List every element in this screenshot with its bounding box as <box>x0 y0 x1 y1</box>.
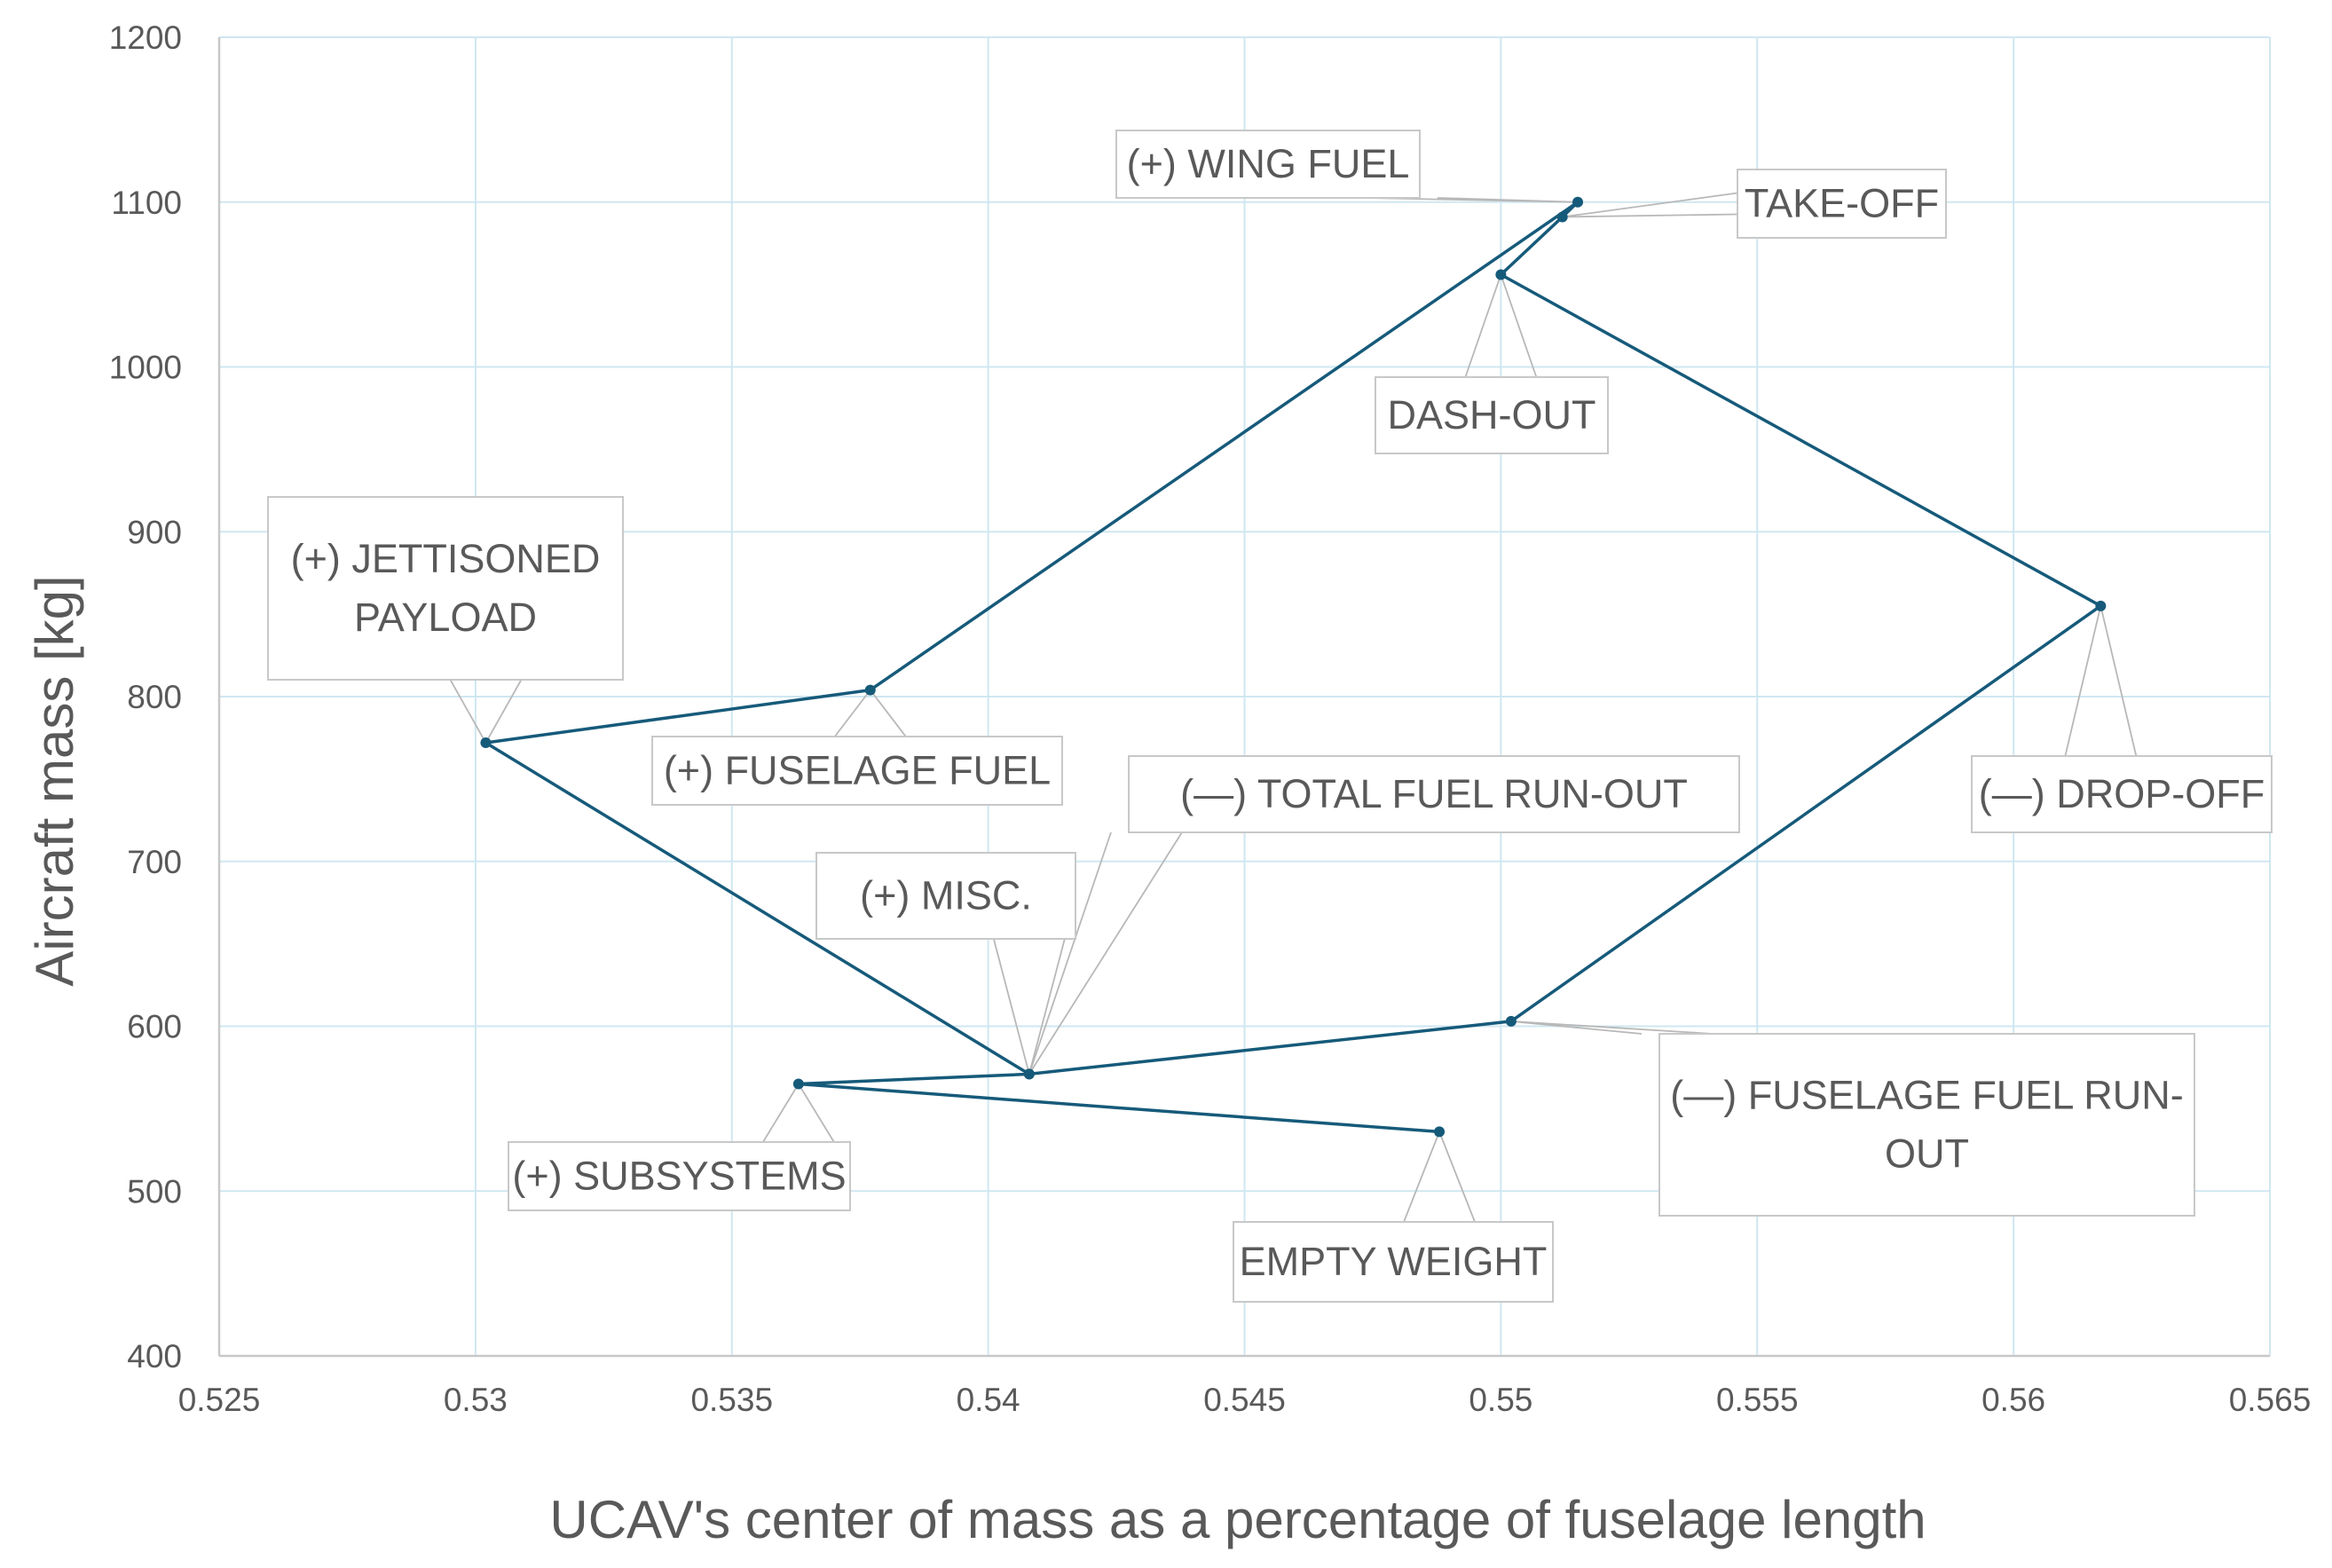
data-label: (—) DROP-OFF <box>1971 755 2273 833</box>
x-tick-label: 0.56 <box>1981 1382 2045 1418</box>
data-label: (—) FUSELAGE FUEL RUN-OUT <box>1658 1033 2195 1217</box>
data-label-text: (+) FUSELAGE FUEL <box>664 748 1051 793</box>
data-label: (+) FUSELAGE FUEL <box>651 736 1063 806</box>
data-point <box>792 1078 804 1090</box>
data-label: (+) SUBSYSTEMS <box>508 1141 851 1211</box>
data-point <box>1023 1068 1035 1080</box>
data-label: TAKE-OFF <box>1737 169 1947 239</box>
y-tick-label: 600 <box>127 1009 182 1045</box>
y-tick-label: 500 <box>127 1173 182 1209</box>
data-label-text: (+) WING FUEL <box>1127 141 1410 186</box>
x-axis-title: UCAV's center of mass as a percentage of… <box>549 1490 1926 1549</box>
data-label-text: (—) TOTAL FUEL RUN-OUT <box>1180 771 1688 816</box>
x-tick-label: 0.54 <box>957 1382 1020 1418</box>
data-point <box>1505 1015 1517 1027</box>
series <box>480 196 2107 1138</box>
data-label-text: EMPTY WEIGHT <box>1240 1239 1548 1284</box>
data-label-box <box>1115 130 1421 199</box>
y-tick-label: 1000 <box>109 350 182 386</box>
y-axis-title: Aircraft mass [kg] <box>25 575 84 986</box>
y-tick-label: 900 <box>127 514 182 550</box>
data-label-text: TAKE-OFF <box>1745 181 1939 226</box>
data-label: (+) MISC. <box>815 852 1076 940</box>
data-label-text: DASH-OUT <box>1388 392 1596 437</box>
data-label-box <box>651 736 1063 806</box>
label-leader <box>2064 605 2138 757</box>
y-tick-label: 400 <box>127 1338 182 1375</box>
y-tick-label: 1100 <box>111 185 182 221</box>
data-label: (+) WING FUEL <box>1115 130 1421 199</box>
gridlines <box>219 36 2271 1356</box>
label-leader <box>1403 1129 1476 1223</box>
axes <box>217 37 2270 1358</box>
x-tick-label: 0.555 <box>1716 1382 1799 1418</box>
data-label-text: (+) MISC. <box>860 873 1032 918</box>
data-label: DASH-OUT <box>1375 376 1609 454</box>
label-leader <box>1510 1020 1714 1035</box>
data-label-box <box>1375 376 1609 454</box>
data-label-text: (—) FUSELAGE FUEL RUN-OUT <box>1670 1073 2183 1177</box>
y-tick-label: 700 <box>127 844 182 880</box>
tick-labels: 0.525 0.53 0.535 0.54 0.545 0.55 0.555 0.56 0.56… <box>109 20 2312 1418</box>
data-label-box <box>815 852 1076 940</box>
label-leader <box>1562 192 1738 218</box>
data-label-box <box>1128 755 1740 833</box>
data-point <box>1434 1126 1446 1138</box>
data-point <box>864 684 876 696</box>
y-tick-label: 1200 <box>109 20 182 56</box>
y-tick-label: 800 <box>127 679 182 715</box>
data-point <box>2095 600 2107 611</box>
series-line <box>484 201 2103 1134</box>
data-label-box <box>1233 1221 1554 1303</box>
data-point <box>1495 269 1507 280</box>
data-label: EMPTY WEIGHT <box>1233 1221 1554 1303</box>
data-label-box <box>1971 755 2273 833</box>
x-tick-label: 0.55 <box>1469 1382 1532 1418</box>
x-tick-label: 0.525 <box>178 1382 261 1418</box>
label-leader <box>992 938 1066 1077</box>
data-label-box <box>508 1141 851 1211</box>
data-labels: EMPTY WEIGHT (+) SUBSYSTEMS (+) MISC. (+) J… <box>267 130 2273 1303</box>
x-tick-label: 0.53 <box>444 1382 508 1418</box>
x-tick-label: 0.545 <box>1203 1382 1286 1418</box>
x-tick-label: 0.535 <box>690 1382 773 1418</box>
label-leader <box>449 679 523 745</box>
data-label: (—) TOTAL FUEL RUN-OUT <box>1128 755 1740 833</box>
label-leader <box>762 1082 835 1143</box>
data-label-box <box>267 496 624 681</box>
data-label-text: (+) SUBSYSTEMS <box>512 1154 846 1199</box>
data-point <box>480 737 492 749</box>
data-label-text: (—) DROP-OFF <box>1979 771 2265 816</box>
x-tick-label: 0.565 <box>2229 1382 2312 1418</box>
data-label-box <box>1658 1033 2195 1217</box>
data-point <box>1572 196 1584 208</box>
data-label-box <box>1737 169 1947 239</box>
data-point <box>1556 211 1568 223</box>
